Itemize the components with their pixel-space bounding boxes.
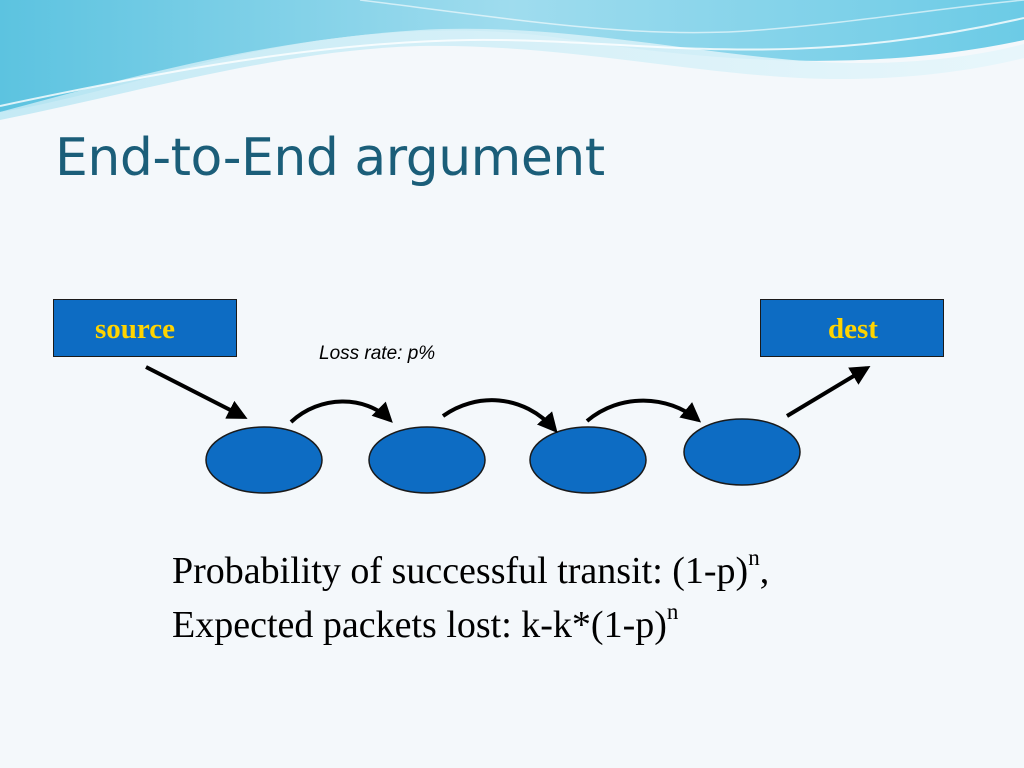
expected-loss-text: Expected packets lost: k-k*(1-p) bbox=[172, 604, 667, 646]
router-node bbox=[529, 426, 647, 494]
expected-loss-formula: Expected packets lost: k-k*(1-p)n bbox=[172, 600, 678, 647]
source-label: source bbox=[95, 313, 176, 345]
probability-formula: Probability of successful transit: (1-p)… bbox=[172, 546, 770, 593]
exponent-n: n bbox=[748, 545, 760, 571]
dest-label: dest bbox=[828, 313, 878, 345]
arrow-router-to-dest bbox=[785, 365, 871, 418]
dest-node: dest bbox=[760, 299, 944, 357]
loss-rate-label: Loss rate: p% bbox=[319, 343, 436, 364]
slide-title: End-to-End argument bbox=[55, 128, 605, 188]
trailing-comma: , bbox=[759, 550, 770, 592]
router-node bbox=[368, 426, 486, 494]
arrow-source-to-router bbox=[145, 365, 248, 419]
source-node: source bbox=[53, 299, 237, 357]
probability-text: Probability of successful transit: (1-p) bbox=[172, 550, 749, 592]
arrow-hop-2 bbox=[441, 398, 558, 434]
exponent-n: n bbox=[666, 599, 679, 625]
arrow-hop-1 bbox=[289, 399, 393, 424]
arrow-hop-3 bbox=[585, 398, 702, 423]
router-node bbox=[205, 426, 323, 494]
header-wave-decoration bbox=[0, 0, 1024, 120]
router-node bbox=[683, 418, 801, 486]
